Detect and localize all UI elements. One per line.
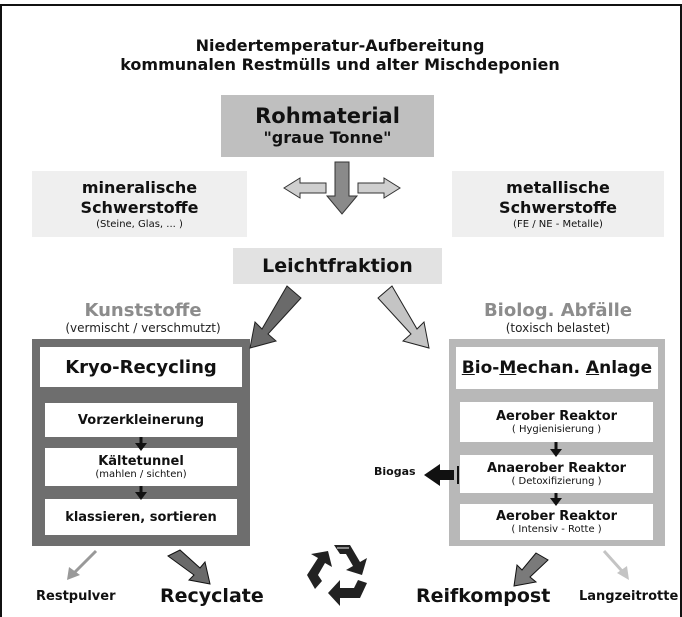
title-line-2: kommunalen Restmülls und alter Mischdepo…	[120, 55, 560, 74]
bma-title-m: M	[499, 358, 517, 378]
bma-title-a: A	[585, 358, 600, 378]
mineral-sub: (Steine, Glas, ... )	[96, 218, 183, 230]
biolog-title: Biolog. Abfälle	[483, 300, 633, 321]
kryo-step-2-label: Kältetunnel	[98, 453, 184, 469]
bma-step-3-label: Aerober Reaktor	[495, 508, 618, 524]
kryo-arrow-1-head	[135, 443, 147, 451]
rohmaterial-label: Rohmaterial	[255, 104, 400, 128]
biolog-sub: (toxisch belastet)	[505, 321, 611, 335]
kunststoffe-title: Kunststoffe	[84, 300, 202, 321]
kryo-step-2-sub: (mahlen / sichten)	[95, 468, 187, 480]
arrow-to-kunststoffe	[249, 285, 302, 349]
restpulver-label: Restpulver	[36, 589, 116, 604]
kryo-step-1-label: Vorzerkleinerung	[77, 412, 205, 428]
kunststoffe-sub: (vermischt / verschmutzt)	[65, 321, 221, 335]
kryo-step-3-label: klassieren, sortieren	[65, 509, 217, 525]
bma-title-echan: echan.	[516, 358, 586, 378]
mineral-line2: Schwerstoffe	[80, 197, 199, 217]
bma-arrow-1-head	[550, 449, 562, 457]
bma-step-2-label: Anaerober Reaktor	[486, 460, 627, 476]
kryo-arrow-2-head	[135, 492, 147, 500]
rohmaterial-box: Rohmaterial "graue Tonne"	[221, 95, 434, 157]
bma-step-2: Anaerober Reaktor ( Detoxifizierung )	[460, 455, 653, 493]
metal-box: metallische Schwerstoffe (FE / NE - Meta…	[452, 171, 664, 237]
arrow-langzeitrotte-head	[617, 566, 629, 580]
bma-step-3: Aerober Reaktor ( Intensiv - Rotte )	[460, 504, 653, 540]
bma-step-1-sub: ( Hygienisierung )	[511, 423, 602, 435]
arrow-recyclate	[167, 549, 211, 585]
biogas-label: Biogas	[374, 465, 416, 478]
bma-title-nlage: nlage	[599, 358, 653, 378]
bma-title-box: Bio-Mechan. Anlage	[456, 347, 658, 389]
metal-line1: metallische	[506, 177, 610, 197]
frame-left-border	[0, 4, 2, 617]
frame-top-border	[0, 4, 682, 6]
bma-arrow-2-head	[550, 498, 562, 506]
metal-sub: (FE / NE - Metalle)	[513, 218, 603, 230]
metal-line2: Schwerstoffe	[499, 197, 617, 217]
rohmaterial-sub: "graue Tonne"	[263, 128, 392, 147]
leichtfraktion-label: Leichtfraktion	[262, 255, 413, 277]
frame-right-border	[680, 4, 682, 617]
arrow-right-metal	[357, 177, 401, 199]
recyclate-label: Recyclate	[160, 585, 264, 607]
arrow-down-roh	[325, 161, 359, 215]
mineral-box: mineralische Schwerstoffe (Steine, Glas,…	[32, 171, 247, 237]
recycling-icon	[307, 545, 367, 606]
kryo-title: Kryo-Recycling	[65, 356, 217, 378]
title-line-1: Niedertemperatur-Aufbereitung	[195, 36, 485, 55]
arrow-biogas	[424, 464, 454, 486]
arrow-restpulver-line	[72, 549, 98, 575]
kryo-step-1: Vorzerkleinerung	[45, 403, 237, 437]
kunststoffe-heading: Kunststoffe (vermischt / verschmutzt)	[30, 300, 256, 335]
kryo-title-box: Kryo-Recycling	[40, 347, 242, 387]
arrow-left-mineral	[283, 177, 327, 199]
bma-title-b: B	[461, 358, 475, 378]
arrow-restpulver-head	[67, 567, 80, 580]
arrow-reifkompost	[513, 552, 549, 587]
bma-step-1-label: Aerober Reaktor	[495, 408, 618, 424]
arrow-langzeitrotte-line	[602, 549, 624, 573]
reifkompost-label: Reifkompost	[416, 585, 551, 607]
bma-step-3-sub: ( Intensiv - Rotte )	[511, 523, 602, 535]
mineral-line1: mineralische	[81, 177, 198, 197]
bma-step-2-sub: ( Detoxifizierung )	[511, 475, 602, 487]
kryo-step-2: Kältetunnel (mahlen / sichten)	[45, 448, 237, 486]
bma-step-1: Aerober Reaktor ( Hygienisierung )	[460, 402, 653, 442]
bma-title: Bio-Mechan. Anlage	[462, 358, 652, 378]
biolog-heading: Biolog. Abfälle (toxisch belastet)	[445, 300, 671, 335]
langzeitrotte-label: Langzeitrotte	[579, 589, 679, 604]
bma-title-io: io-	[474, 358, 500, 378]
leichtfraktion-box: Leichtfraktion	[233, 248, 442, 284]
kryo-step-3: klassieren, sortieren	[45, 499, 237, 535]
diagram-title: Niedertemperatur-Aufbereitung kommunalen…	[60, 36, 620, 74]
arrow-to-biolog	[377, 285, 430, 349]
